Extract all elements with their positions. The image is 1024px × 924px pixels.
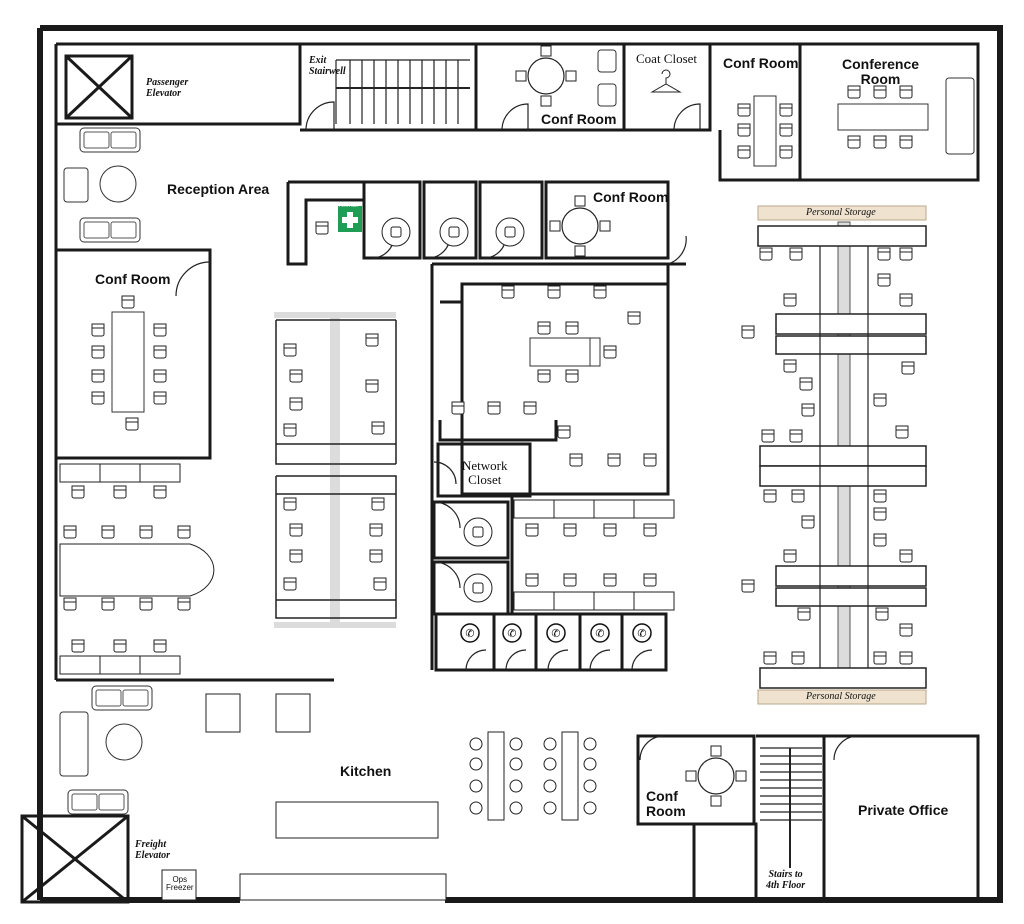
first-aid-sign <box>338 206 362 232</box>
conf-room-right-label: Conf Room <box>723 55 799 71</box>
conf-table-right <box>737 95 793 167</box>
conf-room-left-label: Conf Room <box>95 271 171 287</box>
kitchen-furniture <box>59 685 597 901</box>
exit-stairwell-label: Exit Stairwell <box>309 55 346 77</box>
passenger-elevator-label: Passenger Elevator <box>146 77 189 99</box>
conf-table-left <box>91 295 167 431</box>
center-room-furniture <box>451 285 657 467</box>
reception-area-label: Reception Area <box>167 181 270 197</box>
first-aid-text: FIRST AID <box>339 203 359 208</box>
conf-room-top-label: Conf Room <box>541 111 617 127</box>
freight-elevator-label: Freight Elevator <box>135 839 170 861</box>
personal-storage-bottom: Personal Storage <box>806 691 876 702</box>
doors <box>175 101 859 761</box>
freezer-label: Ops Freezer <box>166 875 194 893</box>
kitchen-label: Kitchen <box>340 763 392 779</box>
reception-furniture <box>63 127 329 243</box>
conf-room-mid-label: Conf Room <box>593 189 669 205</box>
conference-room-label: Conference Room <box>842 56 920 87</box>
open-desks-center <box>274 312 397 628</box>
stairs-to-4th <box>760 747 822 868</box>
coat-closet-label: Coat Closet <box>636 51 698 66</box>
stairs-label: Stairs to 4th Floor <box>766 869 806 891</box>
inner-walls <box>20 42 980 904</box>
center-lower-desks <box>513 499 675 611</box>
right-open-office <box>741 205 927 705</box>
private-office-label: Private Office <box>858 802 949 818</box>
personal-storage-top: Personal Storage <box>806 207 876 218</box>
network-closet-label: Network Closet <box>462 458 508 487</box>
left-workspace <box>59 463 215 675</box>
conference-table <box>837 77 975 155</box>
conf-room-bottom-label: Conf Room <box>646 788 686 819</box>
exit-stairs <box>335 59 470 124</box>
